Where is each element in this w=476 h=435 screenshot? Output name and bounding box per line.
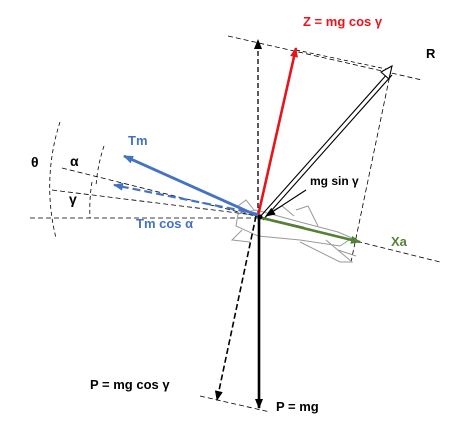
xa-force-arrow bbox=[261, 216, 361, 244]
resultant-projection-line bbox=[350, 69, 392, 263]
r-label: R bbox=[426, 46, 436, 61]
z-label: Z = mg cos γ bbox=[303, 14, 383, 29]
velocity-reference-line bbox=[51, 189, 263, 217]
resultant-arrow bbox=[258, 64, 393, 221]
bottom-perpendicular-line bbox=[199, 395, 271, 413]
theta-label: θ bbox=[31, 154, 39, 170]
alpha-label: α bbox=[70, 153, 79, 169]
mg-sin-gamma-label: mg sin γ bbox=[310, 174, 359, 188]
tm-cos-alpha-label: Tm cos α bbox=[136, 216, 193, 231]
xa-label: Xa bbox=[391, 234, 408, 249]
weight-cos-gamma-arrow bbox=[214, 215, 257, 401]
aircraft-sketch bbox=[230, 199, 357, 263]
z-force-arrow bbox=[256, 47, 298, 217]
center-of-mass bbox=[257, 214, 263, 220]
tm-label: Tm bbox=[128, 133, 148, 148]
tm-cos-alpha-arrow bbox=[113, 182, 259, 216]
mg-sin-gamma-arrow bbox=[265, 189, 307, 217]
alpha-arc bbox=[95, 145, 105, 187]
z-projection-line bbox=[295, 49, 392, 71]
top-perpendicular-line bbox=[227, 35, 423, 81]
p-label: P = mg bbox=[276, 399, 319, 414]
tm-thrust-arrow bbox=[123, 154, 259, 218]
p-cos-gamma-label: P = mg cos γ bbox=[90, 377, 170, 392]
theta-arc bbox=[49, 121, 61, 239]
gamma-label: γ bbox=[69, 191, 77, 207]
gamma-arc bbox=[89, 181, 93, 219]
